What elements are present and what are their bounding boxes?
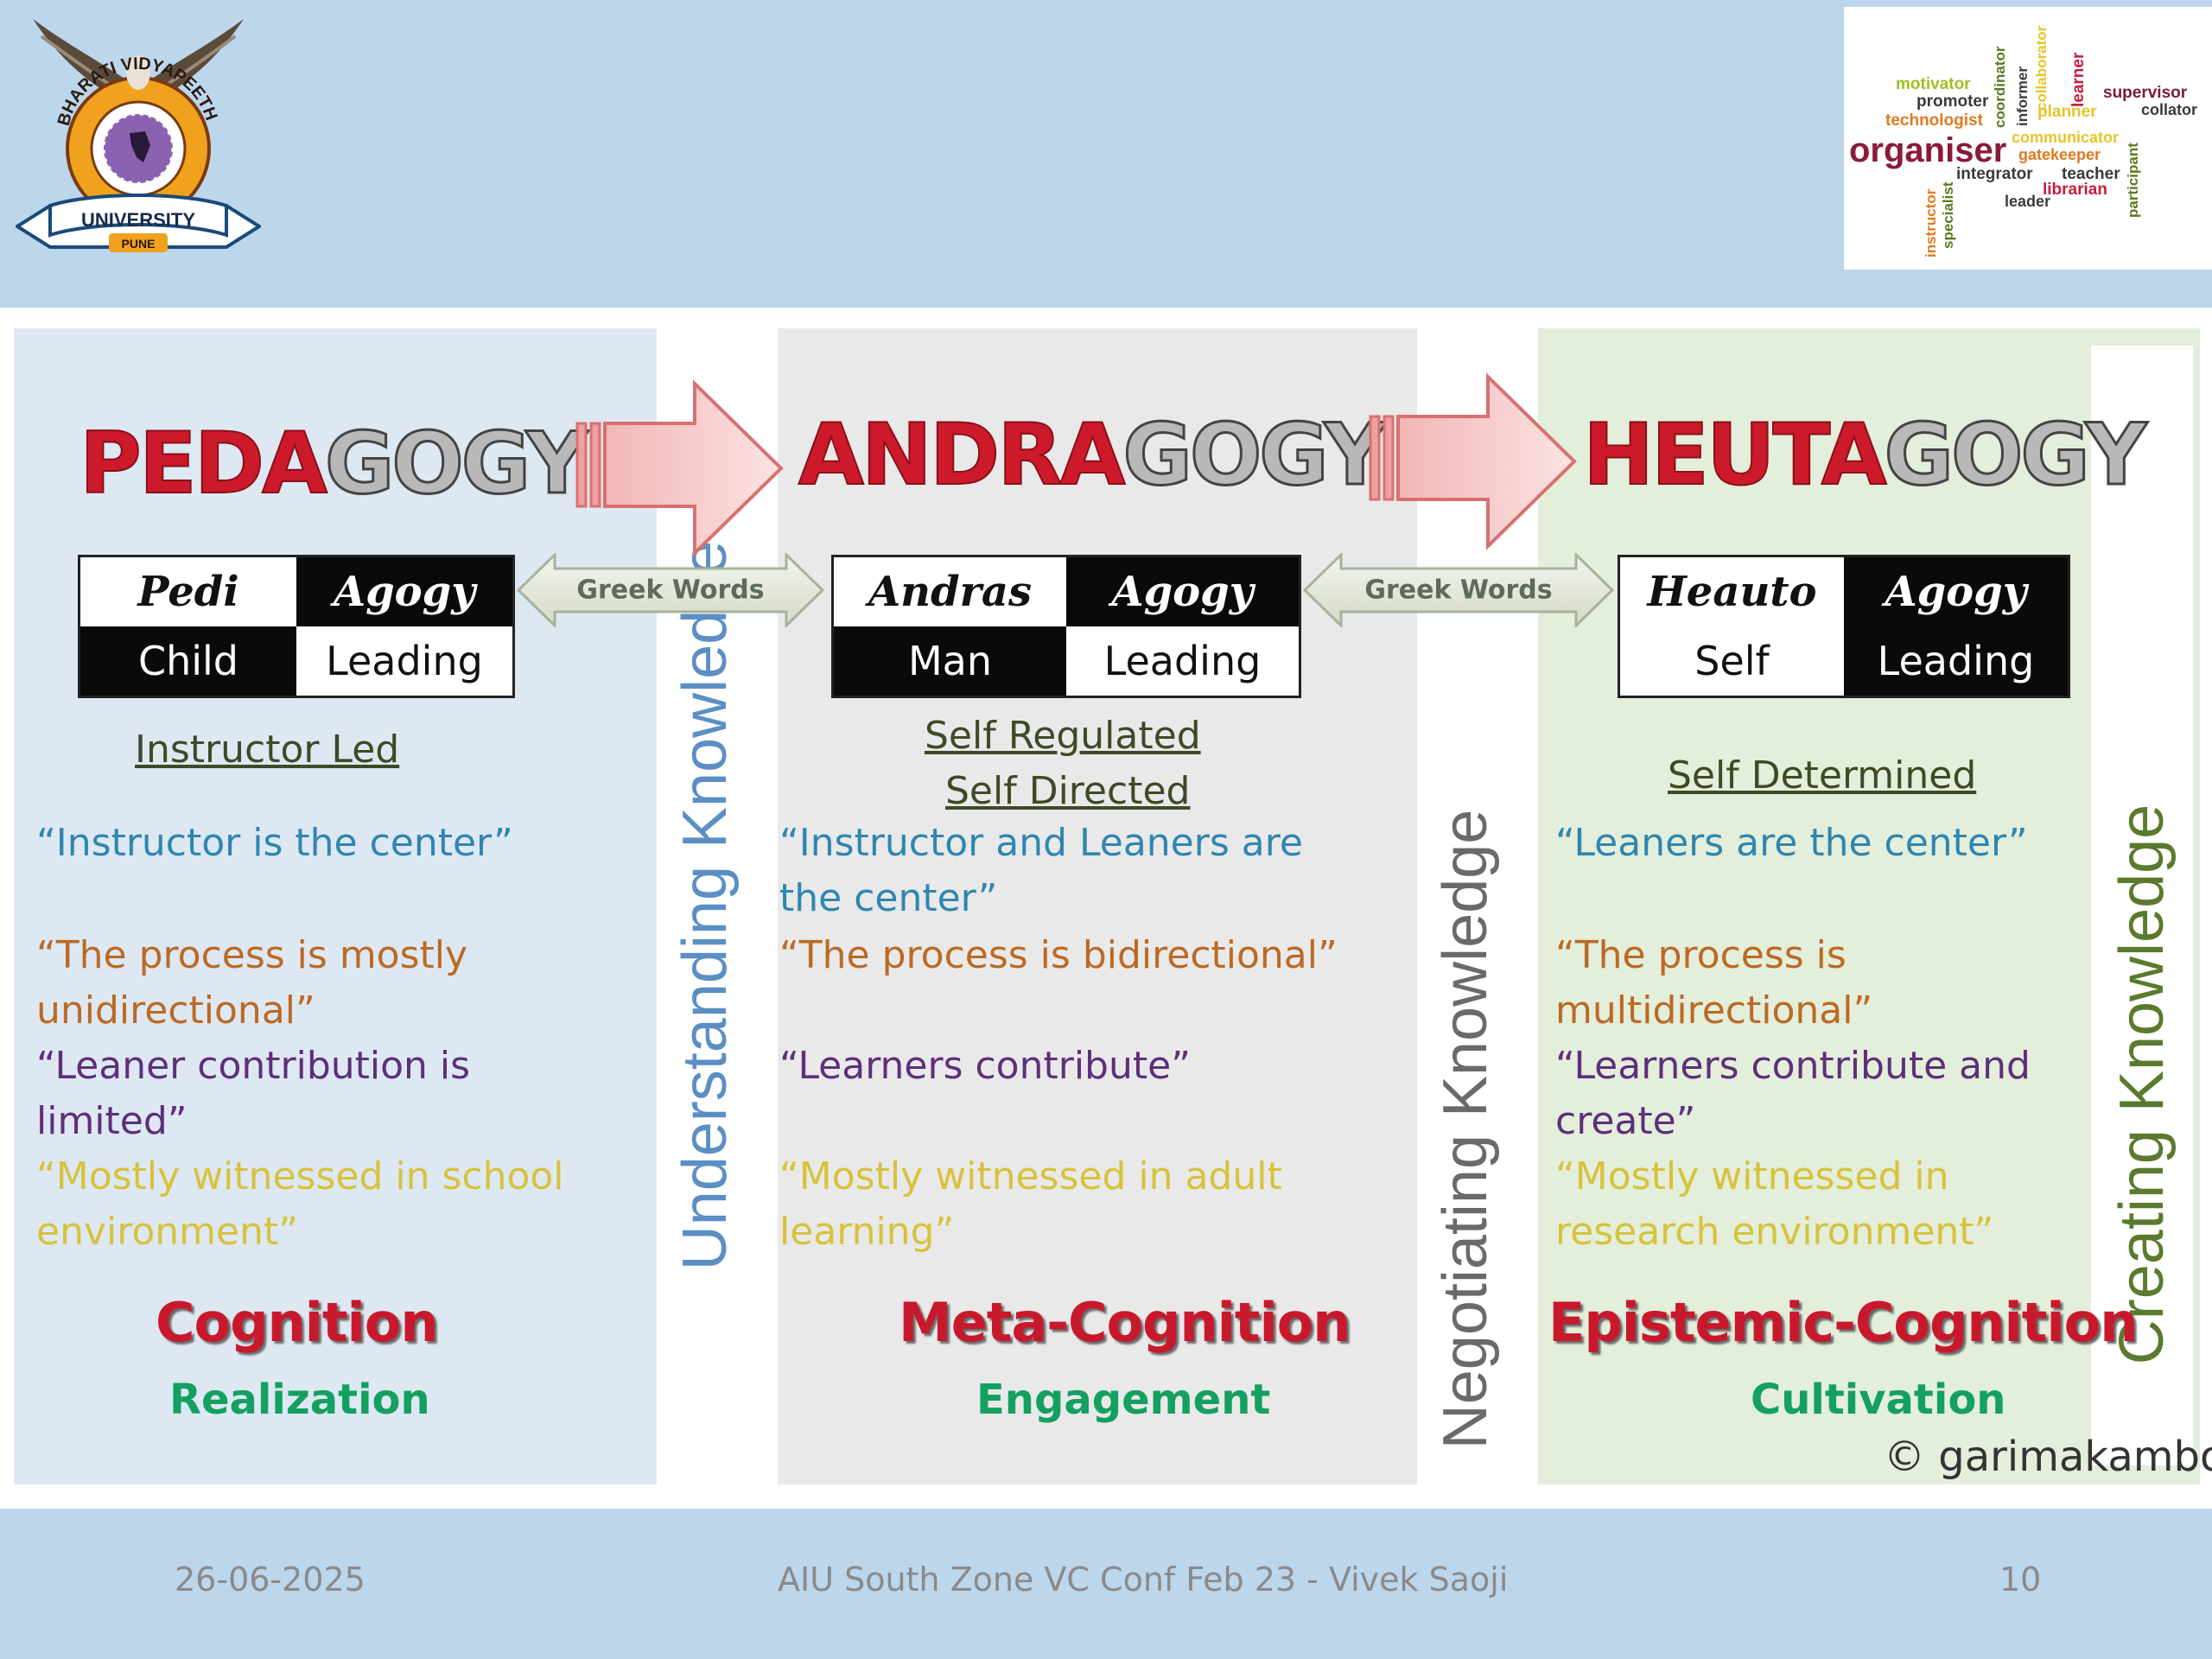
- pedagogy-column: [14, 328, 657, 1484]
- understanding-knowledge-label: Understanding Knowledge: [671, 540, 740, 1271]
- cloud-word: learner: [2069, 52, 2088, 107]
- cloud-word: teacher: [2062, 165, 2120, 183]
- quote-center: “Instructor and Leaners are the center”: [779, 821, 1303, 920]
- greek-meaning: Leading: [1844, 626, 2069, 697]
- roles-word-cloud: motivator promoter technologist coordina…: [1844, 7, 2212, 270]
- heutagogy-column: [1538, 328, 2200, 1484]
- creating-strip: Creating Knowledge: [2091, 346, 2193, 1465]
- pedagogy-cognition: Cognition: [156, 1291, 438, 1354]
- pedagogy-outcome: Realization: [169, 1376, 430, 1424]
- quote-center: “Leaners are the center”: [1555, 821, 2028, 865]
- logo-ribbon-text: UNIVERSITY: [81, 209, 195, 231]
- cloud-word: librarian: [2043, 181, 2107, 199]
- cloud-word: participant: [2125, 143, 2141, 218]
- greek-meaning: Child: [79, 626, 296, 697]
- andragogy-cognition: Meta-Cognition: [899, 1291, 1351, 1354]
- greek-root: Andras: [832, 556, 1066, 626]
- footer-date: 26-06-2025: [175, 1560, 365, 1599]
- pedagogy-subtitle: Instructor Led: [135, 728, 400, 772]
- quote-witnessed: “Mostly witnessed in adult learning”: [779, 1154, 1282, 1254]
- quote-process: “The process is multidirectional”: [1555, 933, 1873, 1033]
- quote-process: “The process is mostly unidirectional”: [36, 933, 468, 1033]
- cloud-word: collaborator: [2033, 25, 2050, 111]
- cloud-word: organiser: [1849, 131, 2007, 169]
- cloud-word: motivator: [1896, 75, 1971, 93]
- greek-root: Agogy: [1066, 556, 1300, 626]
- footer-page-number: 10: [1999, 1560, 2042, 1599]
- greek-root: Agogy: [1844, 556, 2069, 626]
- cloud-word: technologist: [1885, 111, 1983, 130]
- arrow-right-icon: [575, 379, 784, 557]
- university-logo: BHARATI VIDYAPEETH UNIVERSITY PUNE: [14, 10, 263, 261]
- greek-meaning: Self: [1618, 626, 1844, 697]
- creating-knowledge-label: Creating Knowledge: [2107, 804, 2177, 1365]
- greek-root: Pedi: [79, 556, 296, 626]
- heutagogy-title: HEUTAGOGY: [1582, 405, 2148, 506]
- negotiating-knowledge-label: Negotiating Knowledge: [1431, 809, 1500, 1450]
- quote-center: “Instructor is the center”: [36, 821, 513, 865]
- heutagogy-outcome: Cultivation: [1751, 1376, 2006, 1424]
- greek-meaning: Man: [832, 626, 1066, 697]
- cloud-word: promoter: [1916, 92, 1989, 111]
- cloud-word: informer: [2014, 67, 2031, 126]
- cloud-word: coordinator: [1992, 46, 2008, 128]
- greek-root: Agogy: [296, 556, 514, 626]
- arrow-right-icon: [1369, 372, 1577, 550]
- cloud-word: planner: [2037, 103, 2097, 121]
- andragogy-title: ANDRAGOGY: [798, 405, 1387, 506]
- double-arrow-icon: [1303, 553, 1614, 627]
- andragogy-column: [778, 328, 1417, 1484]
- cloud-word: gatekeeper: [2018, 146, 2101, 163]
- quote-witnessed: “Mostly witnessed in research environmen…: [1555, 1154, 1994, 1254]
- quote-contribution: “Learners contribute”: [779, 1044, 1191, 1088]
- greek-root: Heauto: [1618, 556, 1844, 626]
- cloud-word: integrator: [1956, 165, 2033, 183]
- greek-words-label: Greek Words: [576, 575, 765, 606]
- greek-words-connector: Greek Words: [517, 553, 824, 627]
- double-arrow-icon: [517, 553, 824, 627]
- quote-process: “The process is bidirectional”: [779, 933, 1338, 977]
- copyright-notice: © garimakamboj: [1884, 1433, 2212, 1481]
- cloud-word: specialist: [1940, 181, 1956, 250]
- quote-contribution: “Leaner contribution is limited”: [36, 1044, 471, 1143]
- quote-contribution: “Learners contribute and create”: [1555, 1044, 2031, 1143]
- pedagogy-title: PEDAGOGY: [79, 414, 588, 515]
- eagle-emblem-icon: BHARATI VIDYAPEETH UNIVERSITY PUNE: [14, 19, 263, 252]
- andragogy-subtitle: Self Regulated: [925, 714, 1201, 758]
- cloud-word: collator: [2141, 101, 2198, 118]
- cloud-word: supervisor: [2103, 84, 2188, 102]
- quote-witnessed: “Mostly witnessed in school environment”: [36, 1154, 564, 1254]
- cloud-word: communicator: [2012, 129, 2120, 146]
- greek-meaning: Leading: [296, 626, 514, 697]
- greek-words-connector: Greek Words: [1303, 553, 1614, 627]
- greek-words-label: Greek Words: [1364, 575, 1553, 606]
- andragogy-subtitle: Self Directed: [945, 769, 1191, 813]
- heutagogy-subtitle: Self Determined: [1668, 753, 1977, 798]
- greek-meaning: Leading: [1066, 626, 1300, 697]
- cloud-word: leader: [2005, 193, 2051, 210]
- logo-city-text: PUNE: [122, 237, 156, 251]
- footer-conference: AIU South Zone VC Conf Feb 23 - Vivek Sa…: [778, 1560, 1509, 1599]
- cloud-word: instructor: [1923, 188, 1939, 257]
- andragogy-outcome: Engagement: [976, 1376, 1271, 1424]
- heutagogy-cognition: Epistemic-Cognition: [1548, 1291, 2138, 1354]
